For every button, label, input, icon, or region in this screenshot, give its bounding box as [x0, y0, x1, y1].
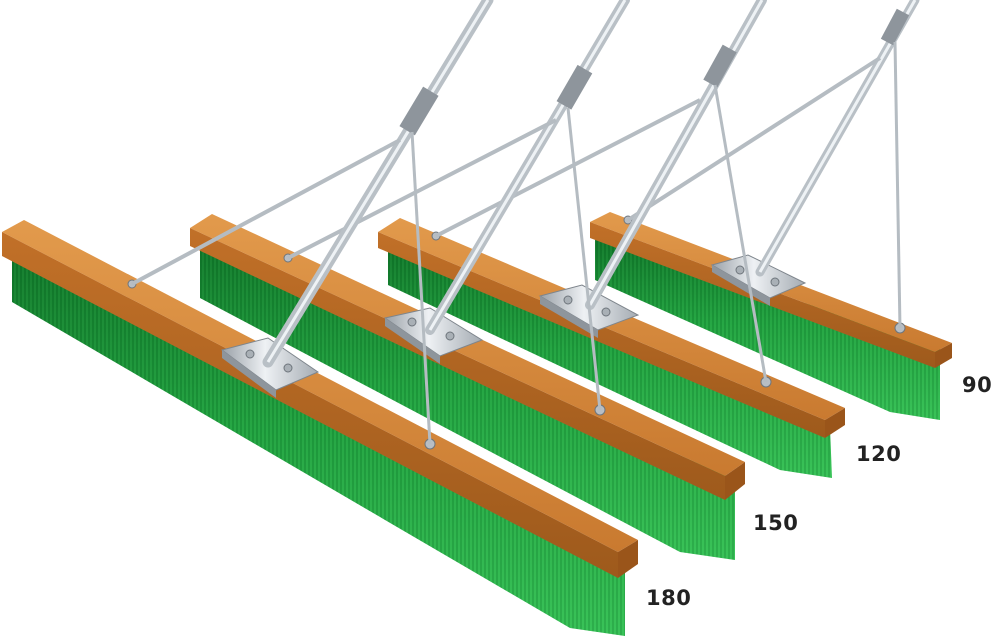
- brush-90: [590, 0, 952, 420]
- stay-rod-120b: [713, 84, 768, 383]
- brush-180: [2, 0, 638, 636]
- wood-side-120: [378, 232, 825, 438]
- brush-150: [190, 0, 745, 560]
- size-label-150: 150: [753, 511, 799, 535]
- brush-120: [378, 0, 845, 478]
- wood-side-180: [2, 232, 618, 578]
- stay-rod-150a: [287, 118, 557, 260]
- stay-rod-180b: [410, 131, 432, 445]
- stay-rod-90a: [626, 56, 882, 222]
- size-label-180: 180: [646, 586, 692, 610]
- wood-side-150: [190, 228, 725, 500]
- wood-top-180: [2, 220, 638, 552]
- stay-rod-90b: [893, 41, 902, 329]
- stay-rod-180a: [131, 138, 401, 286]
- stay-rod-150b: [566, 107, 602, 411]
- size-label-120: 120: [856, 442, 902, 466]
- size-label-90: 90: [962, 373, 993, 397]
- stay-rod-120a: [435, 98, 701, 238]
